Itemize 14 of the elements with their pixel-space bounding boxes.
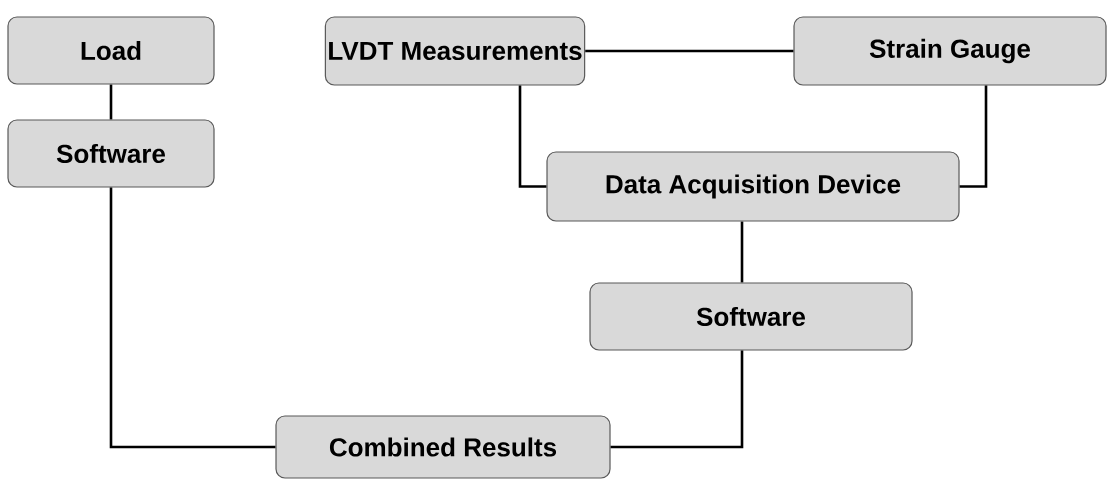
- connector-line: [610, 350, 744, 449]
- process-box: Software: [7, 119, 215, 188]
- process-box: Strain Gauge: [793, 16, 1107, 86]
- connector-line: [109, 187, 276, 449]
- process-box: Load: [7, 16, 215, 85]
- process-box: Combined Results: [275, 415, 611, 479]
- process-box: Software: [589, 282, 913, 351]
- process-box: LVDT Measurements: [324, 16, 586, 86]
- process-box: Data Acquisition Device: [546, 151, 960, 222]
- connector-line: [518, 85, 547, 188]
- connector-line: [109, 84, 113, 120]
- connector-line: [959, 85, 988, 188]
- connector-line: [740, 221, 744, 283]
- connector-line: [585, 49, 794, 53]
